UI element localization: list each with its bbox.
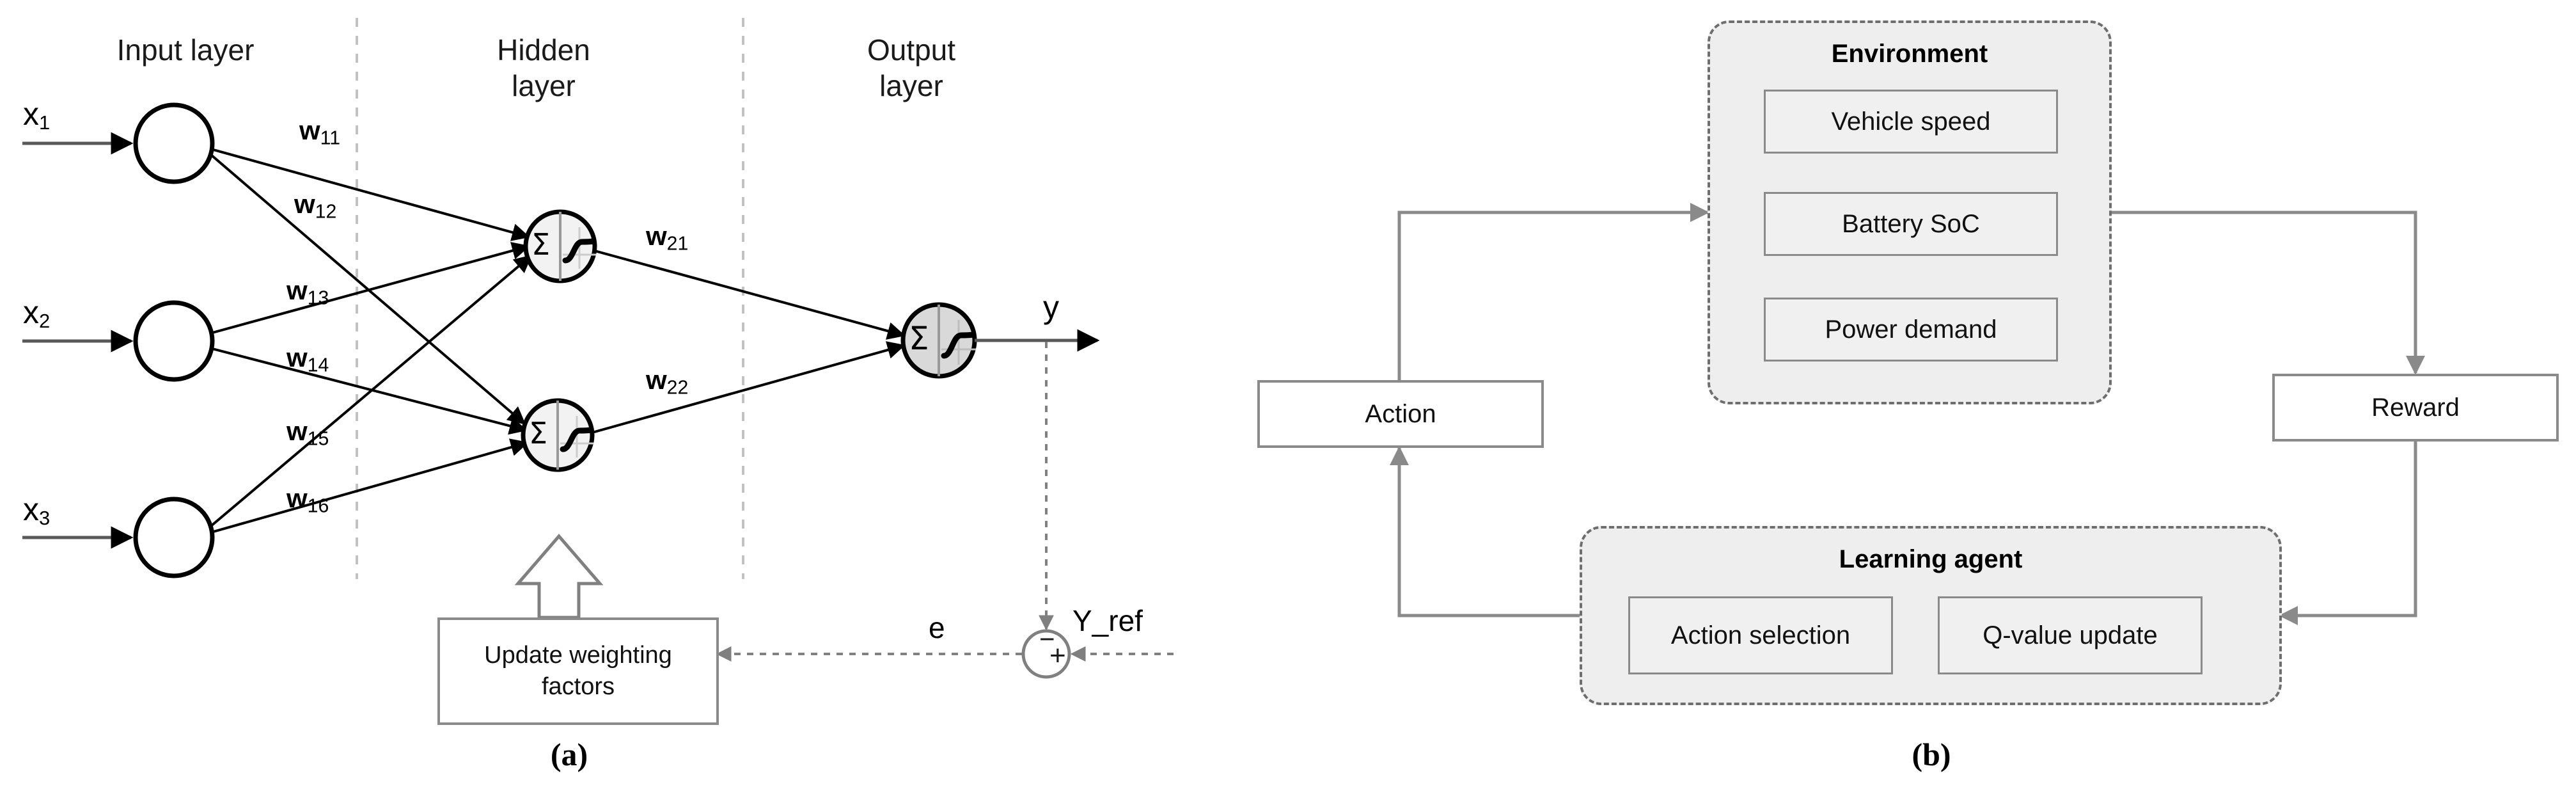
connector-environment-to-reward [2110,211,2425,375]
environment-title: Environment [1831,40,1988,68]
w16-base: w [287,483,308,513]
connector-agent-to-action [1390,446,1580,617]
action-box[interactable]: Action [1257,380,1544,448]
w22-sub: 22 [666,377,689,399]
output-neuron [900,302,977,379]
w21-sub: 21 [666,233,689,255]
weight-label-w11: w11 [299,115,340,150]
junction-sign-plus: + [1049,640,1066,671]
reward-box[interactable]: Reward [2272,374,2559,442]
hidden-layer-header-line2: layer [512,69,576,102]
hidden-neuron-1 [523,209,597,283]
weight-label-w21: w21 [646,221,688,255]
w12-base: w [294,189,315,219]
environment-item-battery-soc[interactable]: Battery SoC [1764,192,2058,256]
input-neuron-1 [133,102,215,184]
input-label-x2-base: x [23,294,39,330]
w15-base: w [287,416,308,446]
weight-label-w15: w15 [287,416,329,450]
output-layer-header-line1: Output [867,33,956,67]
w11-base: w [299,115,320,145]
input-label-x1: x1 [23,96,50,134]
input-neuron-2 [133,300,215,382]
synapse-w14 [212,347,528,435]
junction-sign-minus: − [1039,624,1055,654]
update-box-line1: Update weighting [484,641,672,669]
synapse-w11 [210,148,530,241]
synapse-w21 [594,250,906,340]
input-label-x2: x2 [23,294,50,332]
w16-sub: 16 [307,495,329,517]
hidden-neuron-2 [521,398,595,472]
w12-sub: 12 [315,201,337,223]
output-neuron-sum-icon: Σ [909,320,929,357]
panel-a-caption: (a) [550,736,588,772]
w13-base: w [287,275,308,305]
w14-base: w [287,342,308,372]
environment-item-power-demand[interactable]: Power demand [1764,298,2058,362]
input-layer-header: Input layer [116,33,255,67]
update-weighting-factors-box[interactable]: Update weighting factors [437,617,719,725]
environment-item-vehicle-speed[interactable]: Vehicle speed [1764,90,2058,154]
error-summing-junction [1021,629,1071,679]
weight-label-w13: w13 [287,275,329,310]
w21-base: w [646,221,667,251]
w14-sub: 14 [307,354,329,376]
synapse-w15 [210,255,533,527]
update-box-line2: factors [541,673,615,700]
synapse-w16 [210,438,529,534]
panel-b-caption: (b) [1912,736,1951,772]
w15-sub: 15 [307,428,329,450]
learning-agent-item-action-selection[interactable]: Action selection [1628,596,1893,674]
synapse-w22 [592,341,906,434]
learning-agent-item-qvalue-update[interactable]: Q-value update [1938,596,2203,674]
hidden-neuron-2-sum-icon: Σ [529,416,548,450]
input-neuron-3 [133,497,215,578]
weight-label-w22: w22 [646,365,688,399]
weight-update-arrow-icon [514,534,604,619]
hidden-neuron-1-sum-icon: Σ [531,227,551,262]
output-layer-header-line2: layer [879,69,943,102]
w11-sub: 11 [320,127,341,149]
input-label-x3-base: x [23,491,39,527]
output-label-y: y [1043,289,1059,325]
weight-label-w16: w16 [287,483,329,518]
learning-agent-title: Learning agent [1839,545,2023,573]
input-label-x3: x3 [23,491,50,529]
input-label-x2-sub: 2 [39,309,51,332]
connector-action-to-environment [1397,203,1709,380]
input-label-x1-base: x [23,96,39,132]
w13-sub: 13 [307,287,329,309]
hidden-layer-header-line1: Hidden [497,33,590,67]
weight-label-w12: w12 [294,189,336,223]
input-label-x1-sub: 1 [39,111,51,134]
error-label-e: e [929,611,945,644]
input-label-x3-sub: 3 [39,506,51,529]
synapse-w13 [212,242,530,334]
w22-base: w [646,365,667,395]
connector-reward-to-agent [2279,442,2417,625]
reference-label-yref: Y_ref [1072,604,1143,637]
update-box-text: Update weighting factors [484,640,672,703]
weight-label-w14: w14 [287,342,329,377]
